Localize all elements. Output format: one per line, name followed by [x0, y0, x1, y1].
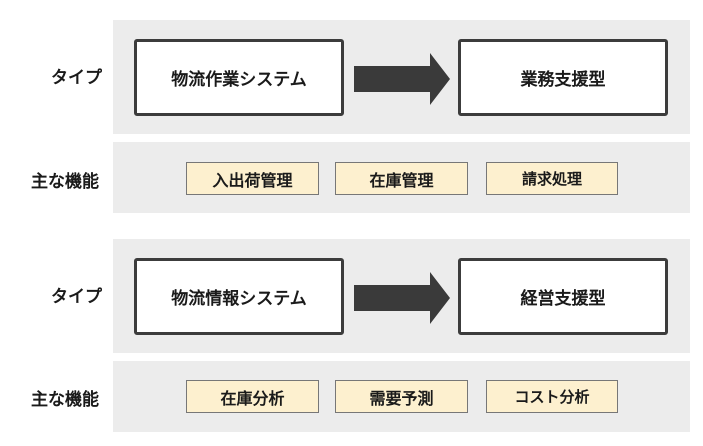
support-type-name-1: 業務支援型: [520, 70, 606, 90]
functions-label-1: 主な機能: [31, 172, 99, 192]
function-box: 請求処理: [486, 162, 618, 195]
system-box-1: 物流作業システム: [134, 39, 344, 116]
function-list-2: 在庫分析 需要予測 コスト分析: [186, 380, 618, 413]
function-box: コスト分析: [486, 380, 618, 413]
support-type-box-2: 経営支援型: [458, 258, 668, 335]
type-label-2: タイプ: [51, 287, 102, 307]
support-type-box-1: 業務支援型: [458, 39, 668, 116]
function-box: 在庫管理: [335, 162, 468, 195]
support-type-name-2: 経営支援型: [520, 289, 606, 309]
system-name-1: 物流作業システム: [171, 70, 307, 90]
right-arrow-icon: [354, 53, 450, 105]
function-box: 需要予測: [335, 380, 468, 413]
functions-label-2: 主な機能: [31, 390, 99, 410]
function-box: 在庫分析: [186, 380, 319, 413]
type-label-1: タイプ: [51, 68, 102, 88]
system-name-2: 物流情報システム: [171, 289, 307, 309]
right-arrow-icon: [354, 272, 450, 324]
function-box: 入出荷管理: [186, 162, 319, 195]
system-box-2: 物流情報システム: [134, 258, 344, 335]
function-list-1: 入出荷管理 在庫管理 請求処理: [186, 162, 618, 195]
